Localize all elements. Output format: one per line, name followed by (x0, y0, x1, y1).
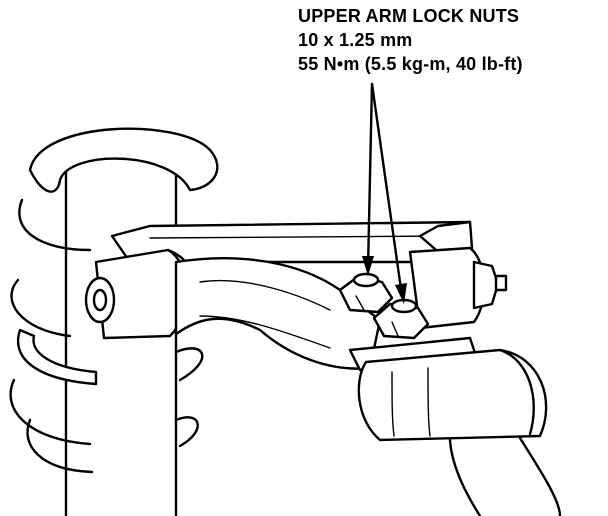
ball-joint-housing (348, 336, 562, 516)
callout-title: UPPER ARM LOCK NUTS (298, 6, 520, 26)
callout-torque: 55 N•m (5.5 kg-m, 40 lb-ft) (298, 54, 523, 74)
right-bushing (408, 246, 508, 330)
callout-size: 10 x 1.25 mm (298, 30, 413, 50)
coil-spring (9, 127, 219, 474)
callout-arrows (362, 82, 407, 304)
upper-control-arm (174, 257, 382, 370)
lock-nut-1 (338, 272, 394, 314)
torque-callout: UPPER ARM LOCK NUTS 10 x 1.25 mm 55 N•m … (298, 4, 598, 76)
